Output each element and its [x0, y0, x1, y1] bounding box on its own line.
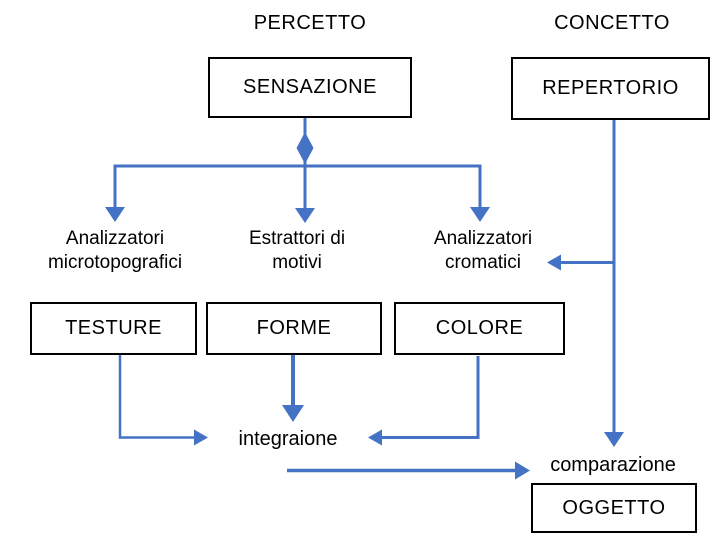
- arrow-forme-to-integraione: [282, 355, 304, 422]
- box-colore: COLORE: [394, 302, 565, 355]
- arrow-to-analizzatori-micro: [105, 164, 125, 222]
- label-line: Estrattori di: [248, 228, 346, 249]
- header-concetto: CONCETTO: [554, 12, 670, 34]
- label-comparazione: comparazione: [550, 454, 676, 476]
- label-integraione: integraione: [238, 428, 338, 450]
- label-line: microtopografici: [47, 252, 183, 273]
- label-estrattori-di-motivi: Estrattori di motivi: [197, 227, 397, 275]
- arrow-testure-to-integraione: [118, 355, 208, 446]
- arrow-to-analizzatori-crom: [470, 164, 490, 222]
- label-line: cromatici: [444, 252, 521, 273]
- label-analizzatori-microtopografici: Analizzatori microtopografici: [15, 227, 215, 275]
- box-sensazione: SENSAZIONE: [208, 57, 412, 118]
- label-line: motivi: [272, 252, 322, 273]
- label-analizzatori-cromatici: Analizzatori cromatici: [383, 227, 583, 275]
- label-line: Analizzatori: [65, 228, 165, 249]
- header-percetto: PERCETTO: [253, 12, 367, 34]
- box-repertorio: REPERTORIO: [511, 57, 710, 120]
- label-line: Analizzatori: [433, 228, 533, 249]
- box-oggetto: OGGETTO: [531, 483, 697, 533]
- box-testure: TESTURE: [30, 302, 197, 355]
- arrow-sensazione-to-estrattori: [295, 118, 315, 223]
- arrow-repertorio-to-comparazione: [604, 120, 624, 447]
- box-forme: FORME: [206, 302, 382, 355]
- arrow-colore-to-integraione: [368, 356, 480, 446]
- diamond-connector: [296, 132, 314, 164]
- arrow-integraione-to-comparazione: [287, 461, 530, 480]
